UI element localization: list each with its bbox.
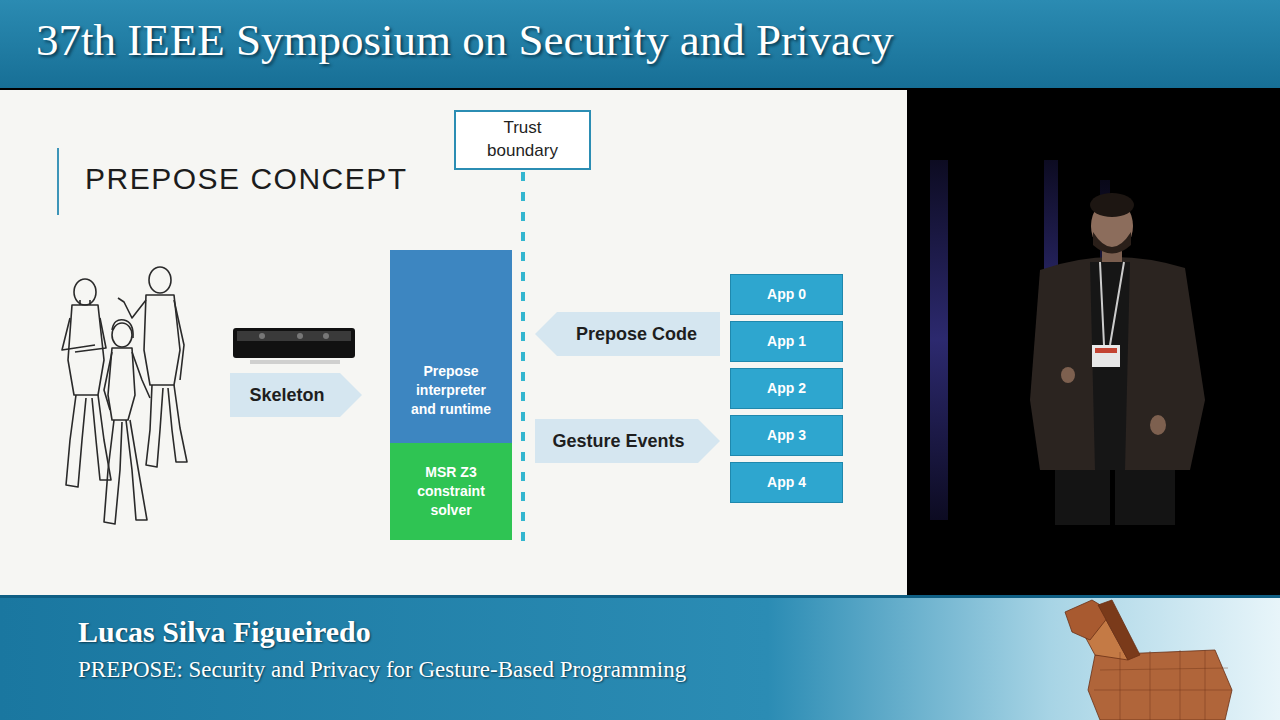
runtime-box: Prepose interpreter and runtime xyxy=(390,250,512,443)
title-accent xyxy=(57,148,59,215)
presenter-video xyxy=(930,160,1205,525)
app-box: App 0 xyxy=(730,274,843,315)
people-sketch xyxy=(62,267,187,524)
people-sketch xyxy=(62,318,106,352)
people-sketch xyxy=(144,295,180,385)
presenter-video xyxy=(1090,193,1134,217)
node-text: App 0 xyxy=(767,285,806,304)
node-text: App 2 xyxy=(767,379,806,398)
presenter-video xyxy=(1100,262,1124,345)
node-text: MSR Z3 constraint solver xyxy=(401,463,501,520)
node-text: App 3 xyxy=(767,426,806,445)
slide-title: PREPOSE CONCEPT xyxy=(85,162,408,196)
slide-ground xyxy=(0,90,907,595)
presenter-video xyxy=(1030,257,1205,470)
kinect-sensor xyxy=(297,333,303,339)
video-ground xyxy=(0,88,1280,596)
people-sketch xyxy=(118,298,184,380)
trust-boundary-box: Trust boundary xyxy=(454,110,591,170)
trojan-horse-logo xyxy=(1094,650,1232,720)
node-text: App 1 xyxy=(767,332,806,351)
top-band xyxy=(0,0,1280,88)
node-text: Trust boundary xyxy=(473,117,573,163)
app-box: App 3 xyxy=(730,415,843,456)
band-edge xyxy=(0,595,1280,598)
presenter-video xyxy=(1055,470,1110,525)
node-text: App 4 xyxy=(767,473,806,492)
conference-banner: 37th IEEE Symposium on Security and Priv… xyxy=(36,14,893,66)
kinect-sensor xyxy=(233,328,355,364)
kinect-sensor xyxy=(237,331,351,341)
skeleton-arrow: Skeleton xyxy=(230,373,362,417)
trojan-horse-logo xyxy=(1065,600,1232,720)
kinect-sensor xyxy=(233,328,355,358)
presenter-video xyxy=(1092,345,1120,367)
people-sketch xyxy=(149,267,171,293)
people-sketch xyxy=(146,385,187,467)
events-arrow: Gesture Events xyxy=(535,419,720,463)
arrow-band xyxy=(230,373,362,417)
kinect-sensor xyxy=(259,333,265,339)
arrow-band xyxy=(535,312,720,356)
people-sketch xyxy=(104,352,150,410)
code-arrow: Prepose Code xyxy=(535,312,720,356)
node-text: Prepose Code xyxy=(576,322,697,346)
node-text: Prepose interpreter and runtime xyxy=(403,362,499,419)
solver-box: MSR Z3 constraint solver xyxy=(390,443,512,540)
presenter-video xyxy=(1115,470,1175,525)
kinect-sensor xyxy=(250,360,340,364)
bottom-band xyxy=(0,595,1280,720)
trojan-horse-logo xyxy=(1088,650,1232,720)
trust-boundary-line xyxy=(521,172,525,550)
people-sketch xyxy=(108,348,135,420)
presenter-video xyxy=(930,160,948,520)
app-box: App 4 xyxy=(730,462,843,503)
presenter-video xyxy=(1090,262,1130,470)
people-sketch xyxy=(112,320,133,338)
people-sketch xyxy=(66,395,111,487)
people-sketch xyxy=(112,323,132,347)
app-box: App 2 xyxy=(730,368,843,409)
node-text: Skeleton xyxy=(249,383,324,407)
people-sketch xyxy=(74,279,96,305)
speaker-name: Lucas Silva Figueiredo xyxy=(78,615,371,649)
presenter-video xyxy=(1150,415,1166,435)
kinect-sensor xyxy=(323,333,329,339)
trojan-horse-logo xyxy=(1098,600,1140,660)
presenter-video xyxy=(1093,232,1131,254)
arrow-band xyxy=(535,419,720,463)
app-box: App 1 xyxy=(730,321,843,362)
talk-title: PREPOSE: Security and Privacy for Gestur… xyxy=(78,657,686,683)
presenter-video xyxy=(1095,348,1117,353)
people-sketch xyxy=(104,420,147,524)
node-text: Gesture Events xyxy=(552,429,684,453)
presenter-video xyxy=(1061,367,1075,383)
